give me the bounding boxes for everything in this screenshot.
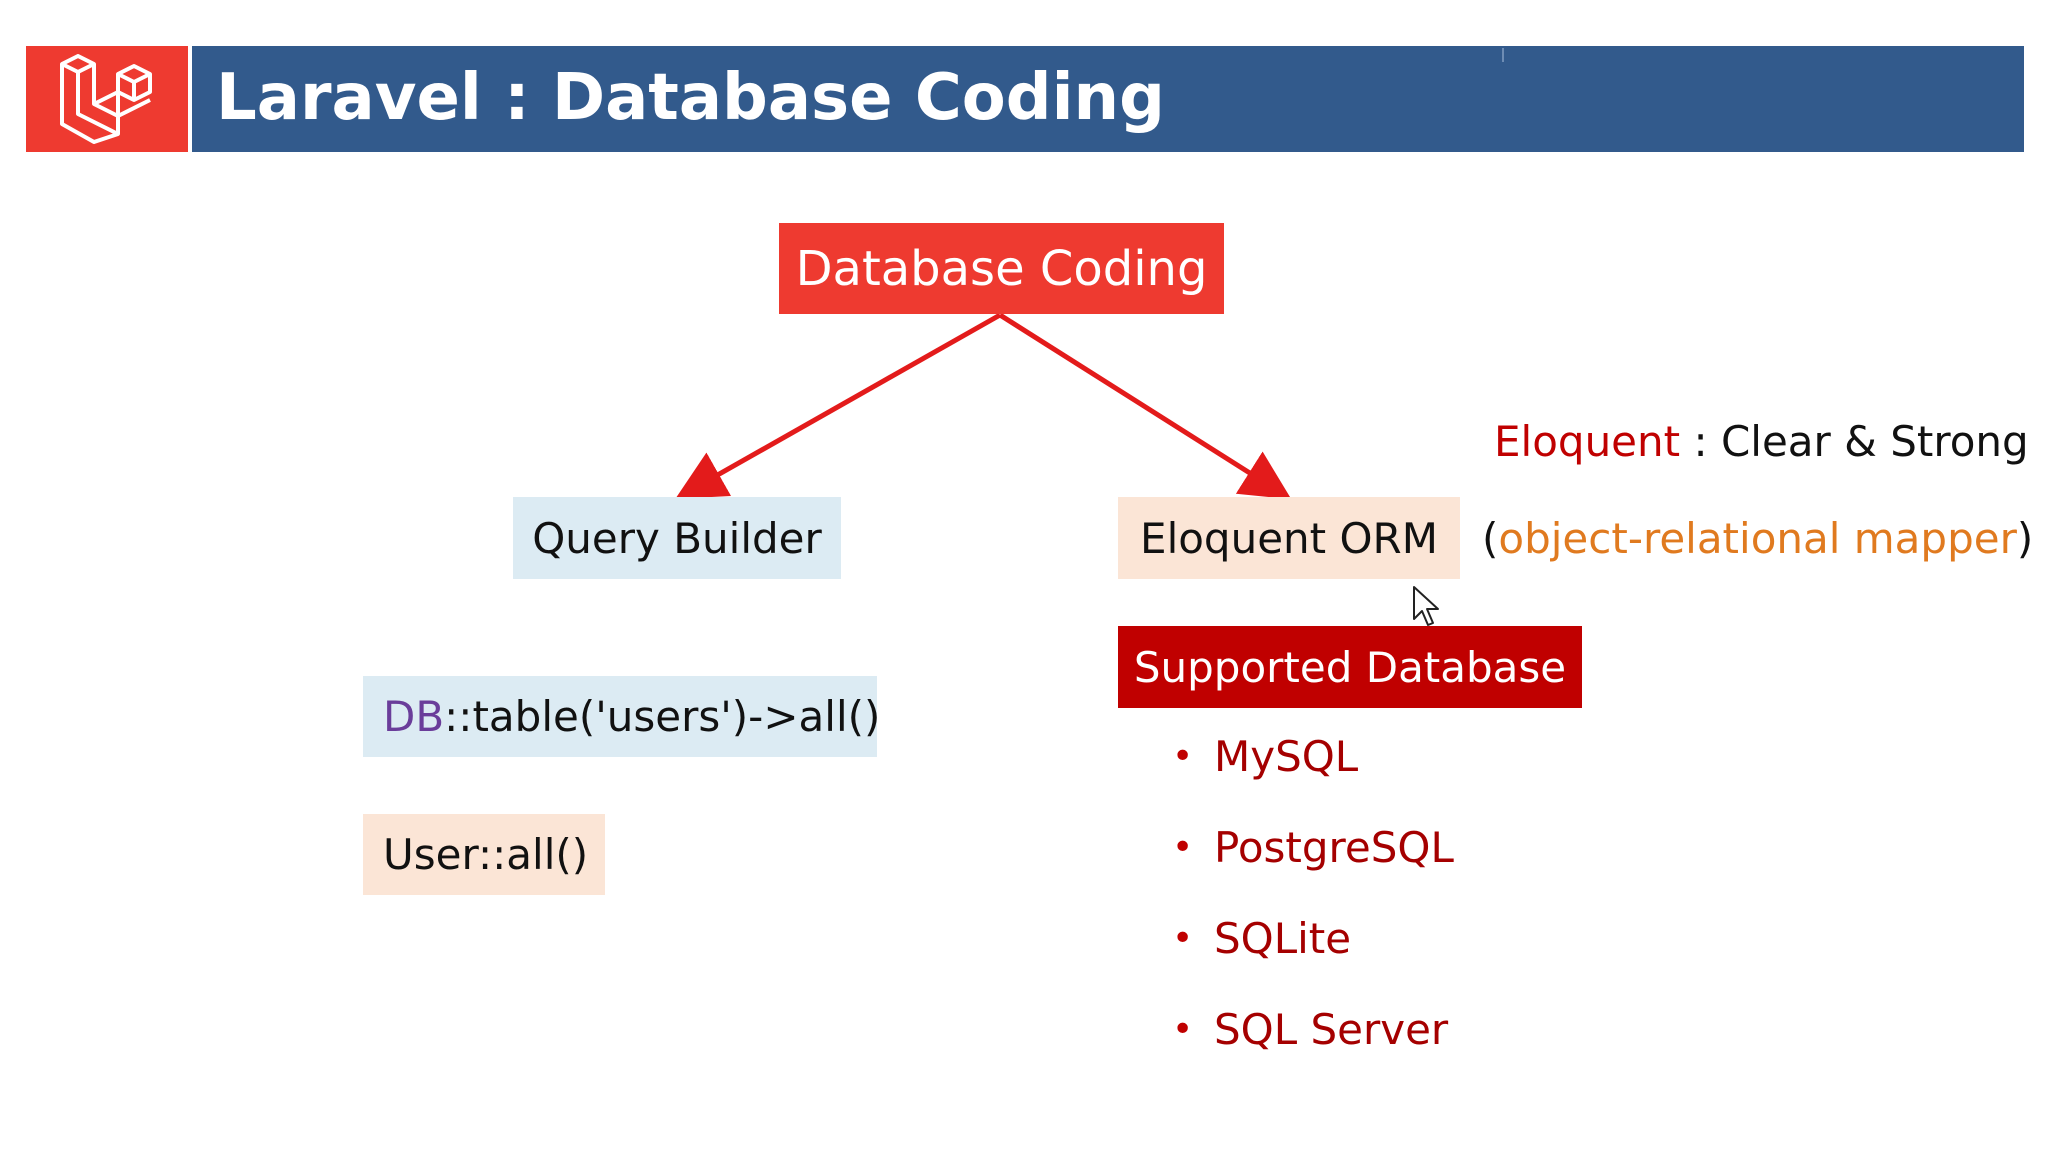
arrow-to-eloquent-orm	[998, 312, 1292, 500]
supported-database-heading: Supported Database	[1118, 626, 1582, 708]
arrow-to-query-builder	[675, 312, 1002, 499]
eloquent-description: : Clear & Strong	[1680, 417, 2029, 466]
title-bar-tick	[1502, 48, 1504, 62]
title-bar	[26, 46, 2024, 152]
db-facade: DB	[383, 692, 445, 741]
list-item: SQL Server	[1172, 1000, 1454, 1091]
list-item: MySQL	[1172, 727, 1454, 818]
list-item: SQLite	[1172, 909, 1454, 1000]
eloquent-note: Eloquent : Clear & Strong	[1494, 412, 2029, 472]
root-node-database-coding: Database Coding	[779, 223, 1224, 314]
db-call: ::table('users')->all()	[444, 692, 881, 741]
node-eloquent-orm: Eloquent ORM	[1118, 497, 1460, 579]
code-example-user-all: User::all()	[363, 814, 605, 895]
mouse-pointer-icon	[1413, 586, 1439, 626]
paren-open: (	[1482, 514, 1499, 563]
laravel-logo-icon	[60, 54, 152, 144]
logo-box	[26, 46, 192, 152]
paren-close: )	[2016, 514, 2034, 563]
node-query-builder: Query Builder	[513, 497, 841, 579]
orm-expansion: object-relational mapper	[1498, 514, 2017, 563]
eloquent-word: Eloquent	[1494, 417, 1681, 466]
page-title: Laravel : Database Coding	[216, 61, 1165, 135]
code-example-db-table: DB::table('users')->all()	[363, 676, 881, 757]
supported-database-list: MySQL PostgreSQL SQLite SQL Server	[1172, 727, 1454, 1091]
list-item: PostgreSQL	[1172, 818, 1454, 909]
orm-expansion-note: (object-relational mapper)	[1482, 509, 2033, 569]
